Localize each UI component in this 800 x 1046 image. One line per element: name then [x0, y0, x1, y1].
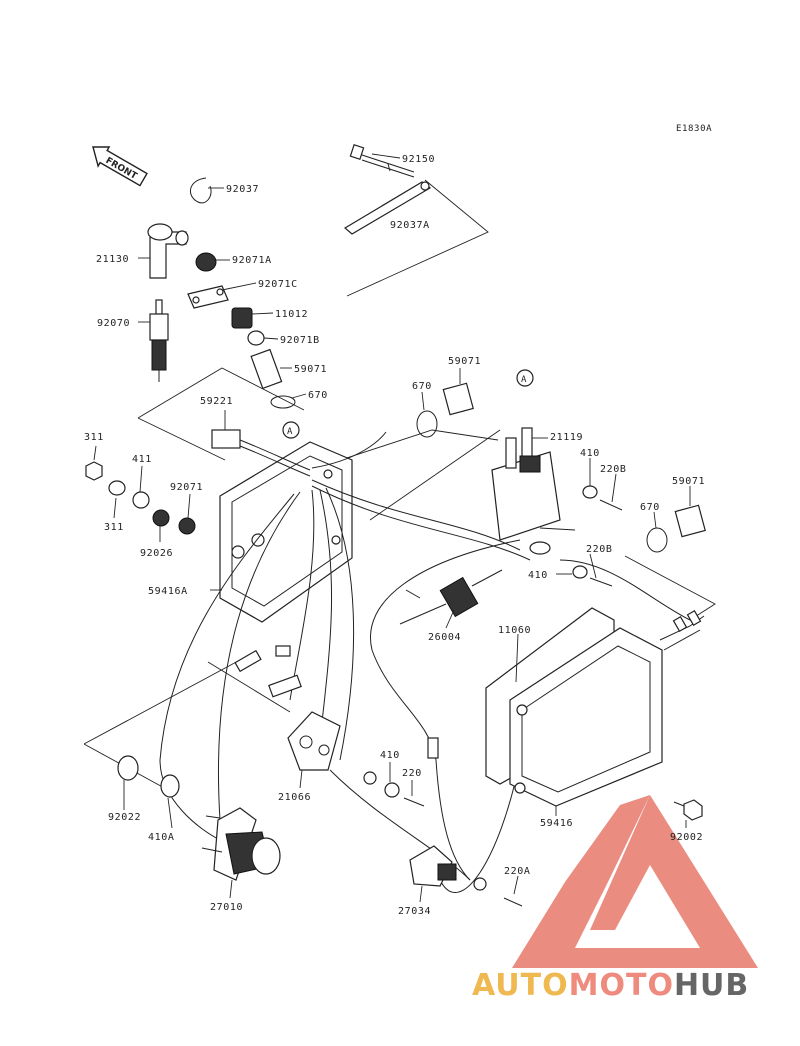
part-label-220: 220	[402, 768, 422, 779]
part-label-311-a: 311	[84, 432, 104, 443]
washer-parts-lower	[117, 737, 703, 907]
part-label-311-b: 311	[104, 522, 124, 533]
part-label-410-a: 410	[580, 448, 600, 459]
part-label-670-b: 670	[412, 381, 432, 392]
strap-part	[343, 181, 432, 235]
part-label-92071b: 92071B	[280, 335, 320, 346]
ignition-coil-part	[491, 427, 623, 587]
part-label-92037a: 92037A	[390, 220, 430, 231]
plug-cap-part	[147, 223, 189, 279]
part-labels: 92150 92037 92037A 21130 92071A 92071C 1…	[84, 154, 705, 917]
part-label-27010: 27010	[210, 902, 243, 913]
part-label-92071c: 92071C	[258, 279, 298, 290]
regulator-part	[234, 645, 341, 771]
part-label-92037: 92037	[226, 184, 259, 195]
part-label-27034: 27034	[398, 906, 431, 917]
front-arrow-icon: FRONT	[92, 146, 148, 187]
part-label-410-b: 410	[528, 570, 548, 581]
part-label-21066: 21066	[278, 792, 311, 803]
part-label-59416a: 59416A	[148, 586, 188, 597]
part-label-92026: 92026	[140, 548, 173, 559]
electric-box-case	[219, 441, 353, 623]
part-label-11060: 11060	[498, 625, 531, 636]
part-label-92150: 92150	[402, 154, 435, 165]
part-label-59071-a: 59071	[294, 364, 327, 375]
watermark-triangle-icon	[512, 795, 758, 968]
part-label-11012: 11012	[275, 309, 308, 320]
svg-text:A: A	[287, 427, 293, 437]
part-label-26004: 26004	[428, 632, 461, 643]
watermark-text-moto: MOTO	[569, 968, 674, 1003]
part-label-92071a: 92071A	[232, 255, 272, 266]
sensor-part	[399, 569, 503, 625]
part-label-59071-c: 59071	[672, 476, 705, 487]
watermark-text-auto: AUTO	[472, 968, 569, 1003]
bolt-part	[349, 143, 415, 178]
part-label-670-c: 670	[640, 502, 660, 513]
part-label-411: 411	[132, 454, 152, 465]
diagram-code: E1830A	[676, 124, 712, 134]
part-label-410a: 410A	[148, 832, 174, 843]
part-label-21119: 21119	[550, 432, 583, 443]
watermark-logo: AUTOMOTOHUB	[472, 795, 758, 1003]
part-label-92070: 92070	[97, 318, 130, 329]
part-label-59071-b: 59071	[448, 356, 481, 367]
starter-relay-part	[201, 807, 281, 881]
fitting-parts	[187, 252, 706, 553]
svg-text:A: A	[521, 375, 527, 385]
clip-part	[190, 177, 212, 204]
part-label-59221: 59221	[200, 396, 233, 407]
marker-a-box: A	[282, 421, 300, 439]
part-label-220b-a: 220B	[600, 464, 626, 475]
watermark-text-hub: HUB	[674, 968, 749, 1003]
marker-a-top: A	[516, 369, 534, 387]
harness-wires	[159, 429, 691, 893]
washer-parts-left	[85, 461, 196, 535]
part-label-92071: 92071	[170, 482, 203, 493]
electric-box-cover	[485, 607, 705, 807]
part-label-92022: 92022	[108, 812, 141, 823]
spark-plug-part	[149, 299, 169, 382]
sensor-unit-part	[409, 845, 457, 887]
part-label-410-c: 410	[380, 750, 400, 761]
part-label-92002: 92002	[670, 832, 703, 843]
part-label-670-a: 670	[308, 390, 328, 401]
part-label-220a: 220A	[504, 866, 530, 877]
part-label-220b-b: 220B	[586, 544, 612, 555]
leader-lines	[93, 153, 691, 903]
part-label-59416: 59416	[540, 818, 573, 829]
part-label-21130: 21130	[96, 254, 129, 265]
svg-text:AUTOMOTOHUB: AUTOMOTOHUB	[472, 968, 749, 1003]
